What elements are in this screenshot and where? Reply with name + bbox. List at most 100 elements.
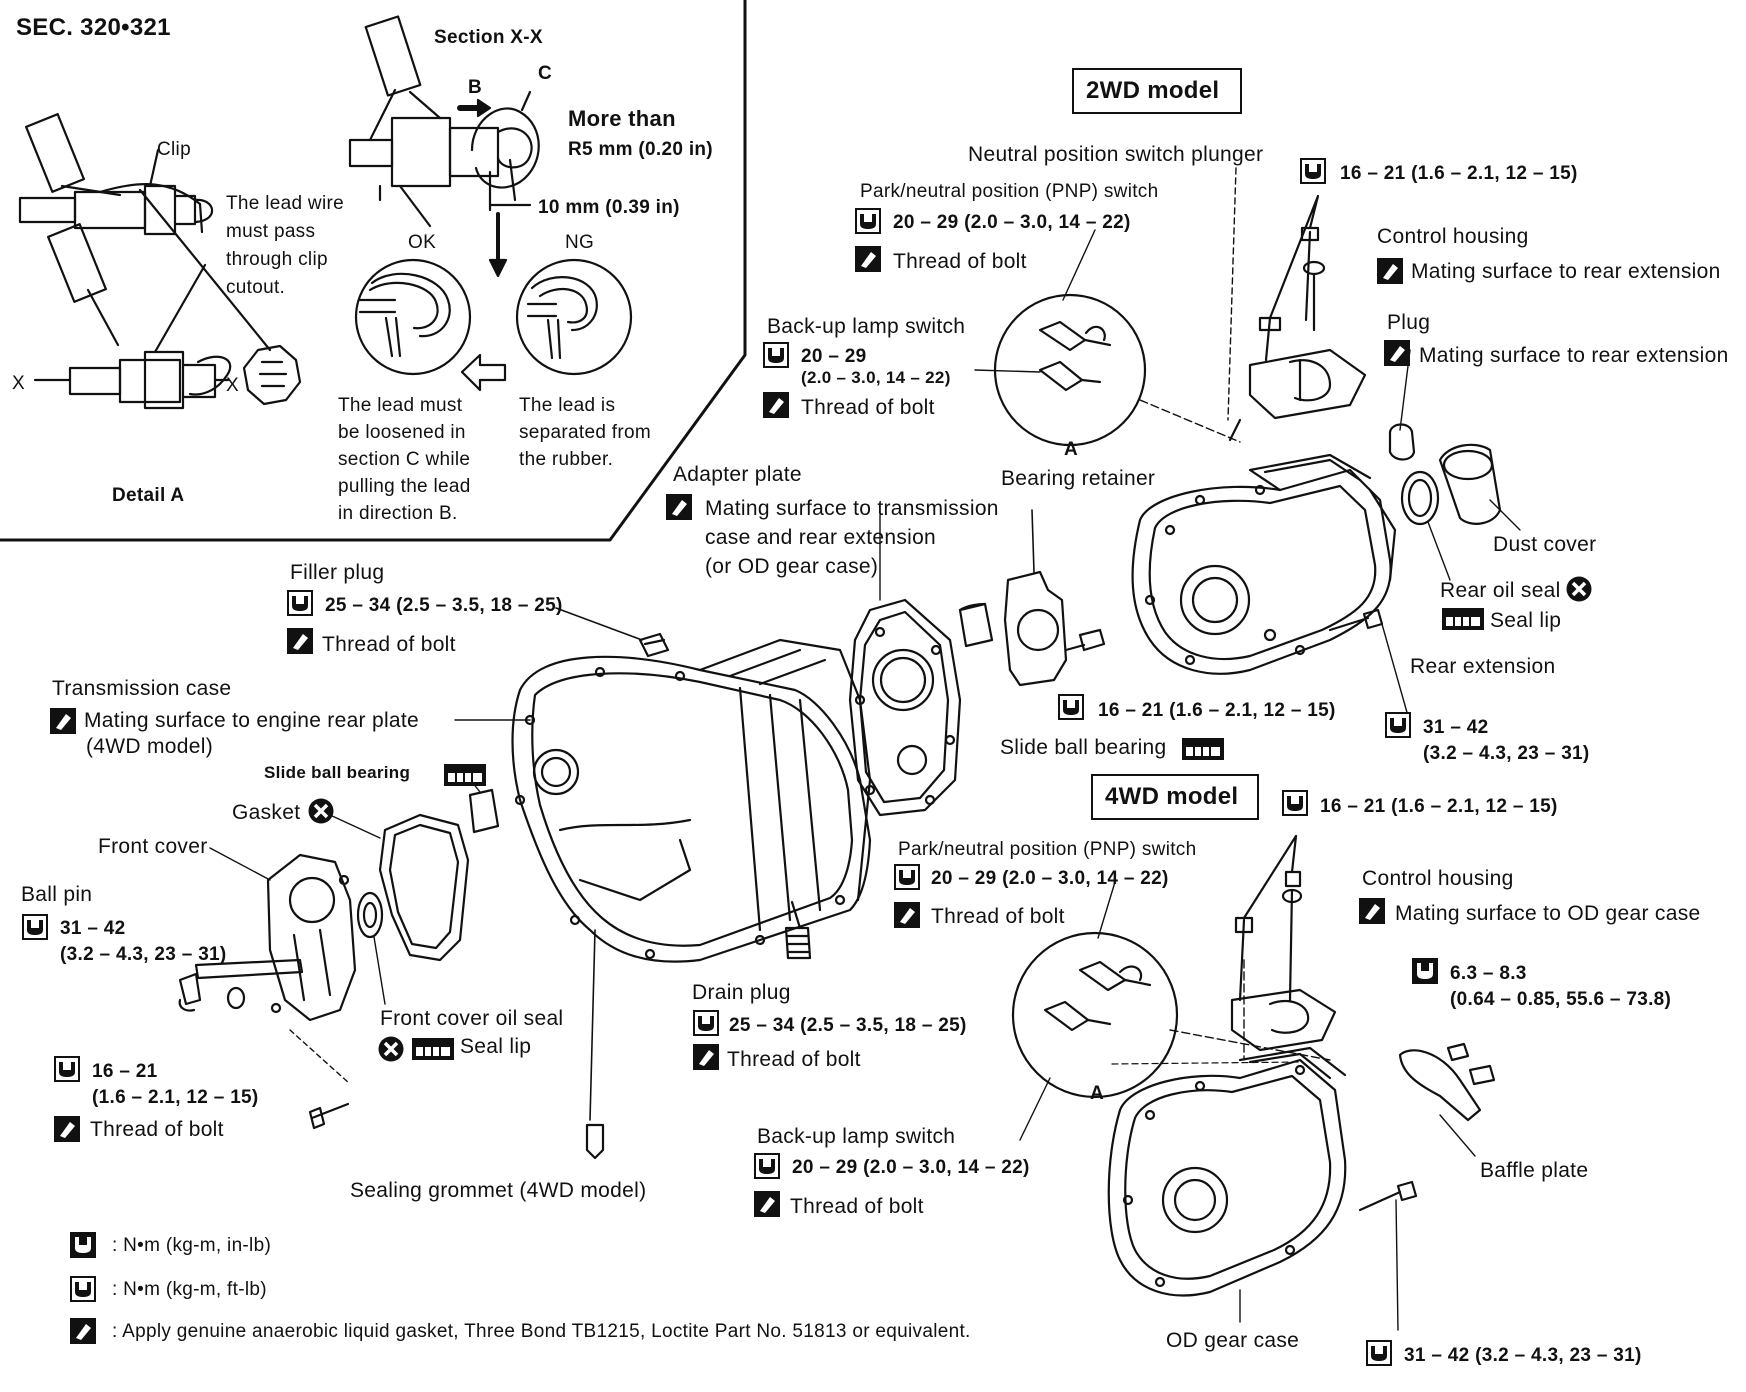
torque-wrench-icon	[70, 1276, 96, 1302]
torque-wrench-inlb-icon	[1412, 958, 1438, 984]
liquid-gasket-icon	[894, 902, 920, 928]
torque-wrench-icon	[1385, 712, 1411, 738]
front-seal-lip-label: Seal lip	[460, 1035, 532, 1058]
filler-plug-art	[638, 632, 670, 658]
torque-wrench-icon	[287, 590, 313, 616]
plug-note: Mating surface to rear extension	[1419, 344, 1729, 367]
liquid-gasket-icon	[693, 1044, 719, 1070]
lead-loosened-line: section C while	[338, 449, 471, 470]
control-housing-2wd-label: Control housing	[1377, 225, 1529, 248]
baffle-plate-label: Baffle plate	[1480, 1159, 1589, 1182]
ch-2wd-torque: 16 – 21 (1.6 – 2.1, 12 – 15)	[1340, 163, 1578, 184]
slide-ball-bearing-2wd	[958, 602, 994, 648]
model-4wd-title: 4WD model	[1105, 783, 1239, 810]
fc-torque-2: (1.6 – 2.1, 12 – 15)	[92, 1087, 259, 1108]
rear-extension-label: Rear extension	[1410, 655, 1556, 678]
ch-4wd-note: Mating surface to OD gear case	[1395, 902, 1701, 925]
lead-loosened-line: be loosened in	[338, 422, 466, 443]
od-gear-case-art	[1107, 1046, 1347, 1297]
x-label-right: X	[226, 375, 239, 396]
liquid-gasket-icon	[754, 1191, 780, 1217]
replace-part-x-icon	[308, 798, 334, 824]
model-4wd-box: 4WD model	[1091, 774, 1259, 820]
section-x-connector	[348, 15, 533, 228]
rear-seal-lip-label: Seal lip	[1490, 609, 1562, 632]
torque-wrench-icon	[1282, 790, 1308, 816]
detail-a-title: Detail A	[112, 485, 185, 506]
dust-cover-label: Dust cover	[1493, 533, 1597, 556]
ten-mm-label: 10 mm (0.39 in)	[538, 197, 680, 218]
section-number: SEC. 320•321	[16, 14, 171, 41]
rear-extension-bolt	[1328, 608, 1384, 632]
case-note-2: (4WD model)	[86, 735, 213, 758]
more-than-label: More than	[568, 106, 676, 131]
multi-purpose-grease-icon	[412, 1038, 454, 1060]
backup-switch-4wd-label: Back-up lamp switch	[757, 1125, 956, 1148]
liquid-gasket-icon	[666, 494, 692, 520]
lead-loosened-line: pulling the lead	[338, 476, 471, 497]
sealing-grommet-art	[585, 1123, 605, 1160]
pnp-2wd-note: Thread of bolt	[893, 250, 1027, 273]
case-note-1: Mating surface to engine rear plate	[84, 709, 420, 732]
adapter-plate-label: Adapter plate	[673, 463, 802, 486]
control-housing-2wd	[1248, 348, 1367, 420]
front-cover-bolt	[308, 1102, 350, 1130]
neutral-plunger-label: Neutral position switch plunger	[968, 143, 1264, 166]
slide-bearing-2wd-label: Slide ball bearing	[1000, 736, 1167, 759]
drain-note: Thread of bolt	[727, 1048, 861, 1071]
lead-wire-line: The lead wire	[226, 193, 344, 214]
replace-part-x-icon	[378, 1036, 404, 1062]
torque-wrench-icon	[54, 1056, 80, 1082]
torque-wrench-icon	[1300, 158, 1326, 184]
liquid-gasket-icon	[1377, 258, 1403, 284]
multi-purpose-grease-icon	[1442, 608, 1484, 630]
backup-4wd-note: Thread of bolt	[790, 1195, 924, 1218]
liquid-gasket-icon	[50, 708, 76, 734]
clip-octagon	[242, 344, 302, 406]
adapter-note-line: (or OD gear case)	[705, 555, 879, 578]
bp-torque-1: 31 – 42	[60, 918, 126, 939]
drain-plug-label: Drain plug	[692, 981, 791, 1004]
lead-separated-line: the rubber.	[519, 449, 614, 470]
clip-label: Clip	[157, 139, 191, 160]
lead-separated-line: The lead is	[519, 395, 616, 416]
gasket-label: Gasket	[232, 801, 301, 824]
torque-wrench-icon	[763, 342, 789, 368]
torque-wrench-icon	[693, 1010, 719, 1036]
liquid-gasket-icon	[1384, 340, 1410, 366]
ch-4wd-torque: 16 – 21 (1.6 – 2.1, 12 – 15)	[1320, 796, 1558, 817]
label-b: B	[468, 77, 483, 98]
lead-loosened-line: in direction B.	[338, 503, 458, 524]
ng-label: NG	[565, 232, 595, 253]
plug-art	[1388, 423, 1416, 461]
detail-connector-upper	[18, 113, 214, 236]
torque-wrench-icon	[1366, 1340, 1392, 1366]
od-torque: 31 – 42 (3.2 – 4.3, 23 – 31)	[1404, 1345, 1642, 1366]
baffle-torque-1: 6.3 – 8.3	[1450, 963, 1527, 984]
gasket-art	[378, 813, 470, 962]
model-2wd-box: 2WD model	[1072, 68, 1242, 114]
control-housing-4wd-label: Control housing	[1362, 867, 1514, 890]
ch-2wd-note: Mating surface to rear extension	[1411, 260, 1721, 283]
re-torque-2: (3.2 – 4.3, 23 – 31)	[1423, 743, 1590, 764]
x-label-left: X	[12, 373, 25, 394]
bp-torque-2: (3.2 – 4.3, 23 – 31)	[60, 944, 227, 965]
replace-part-x-icon	[1566, 576, 1592, 602]
od-case-bolt	[1358, 1180, 1418, 1212]
lead-wire-line: cutout.	[226, 277, 286, 298]
lead-loosened-line: The lead must	[338, 395, 463, 416]
backup-4wd-torque: 20 – 29 (2.0 – 3.0, 14 – 22)	[792, 1157, 1030, 1178]
pnp-4wd-torque: 20 – 29 (2.0 – 3.0, 14 – 22)	[931, 868, 1169, 889]
torque-wrench-icon	[855, 208, 881, 234]
baffle-torque-2: (0.64 – 0.85, 55.6 – 73.8)	[1450, 989, 1672, 1010]
torque-wrench-icon	[22, 914, 48, 940]
rear-extension-art	[1131, 453, 1397, 675]
r5-label: R5 mm (0.20 in)	[568, 139, 713, 160]
re-torque-1: 31 – 42	[1423, 717, 1489, 738]
lead-wire-line: must pass	[226, 221, 316, 242]
backup-2wd-torque-2: (2.0 – 3.0, 14 – 22)	[801, 368, 951, 387]
od-gear-case-label: OD gear case	[1166, 1329, 1300, 1352]
adapter-plate-art	[848, 598, 962, 817]
front-cover-art	[194, 853, 357, 1022]
